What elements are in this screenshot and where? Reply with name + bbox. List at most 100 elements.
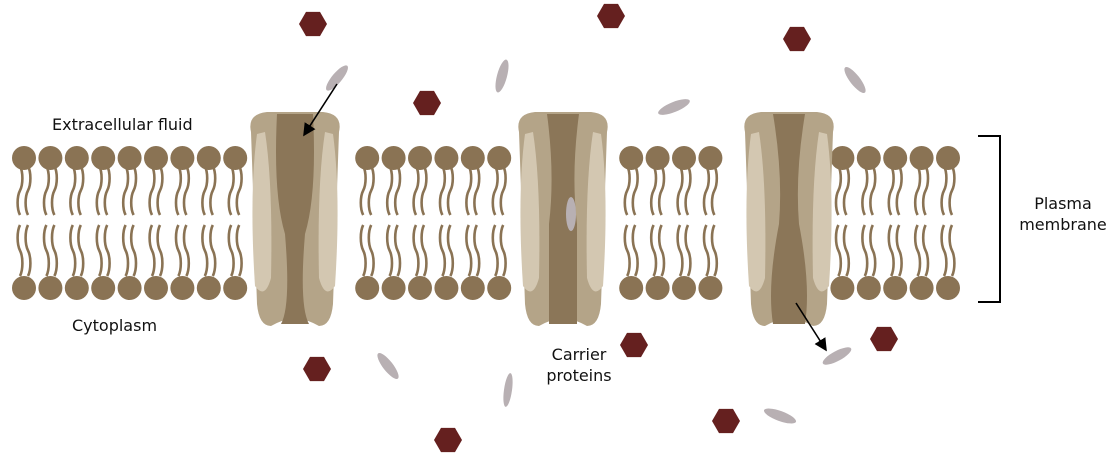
oval-molecule-icon (762, 405, 797, 426)
lipid-head (12, 276, 36, 300)
lipid-tail (369, 166, 374, 215)
lipid-head (223, 146, 247, 170)
carrier-proteins (250, 112, 833, 326)
lipid-tail (448, 166, 453, 215)
phospholipid (910, 146, 934, 300)
lipid-tail (501, 225, 506, 276)
hexagon-molecule-icon (434, 428, 462, 452)
lipid-tail (131, 166, 136, 215)
lipid-head (223, 276, 247, 300)
lipid-head (408, 146, 432, 170)
lipid-tail (97, 166, 102, 215)
lipid-tail (202, 225, 207, 276)
lipid-tail (361, 166, 366, 215)
lipid-head (857, 276, 881, 300)
plasma-label-line1: Plasma (1014, 193, 1112, 214)
phospholipid (12, 146, 36, 300)
plasma-membrane-label: Plasma membrane (1014, 193, 1112, 235)
lipid-tail (836, 166, 841, 215)
lipid-head (144, 146, 168, 170)
lipid-head (830, 276, 854, 300)
extracellular-fluid-label: Extracellular fluid (52, 114, 193, 135)
lipid-head (38, 276, 62, 300)
phospholipid (197, 146, 221, 300)
lipid-tail (158, 225, 163, 276)
lipid-head (698, 146, 722, 170)
lipid-head (170, 146, 194, 170)
lipid-tail (862, 225, 867, 276)
lipid-tail (422, 225, 427, 276)
lipid-tail (52, 225, 57, 276)
lipid-head (461, 146, 485, 170)
lipid-tail (158, 166, 163, 215)
lipid-head (197, 146, 221, 170)
lipid-head (355, 276, 379, 300)
phospholipid (223, 146, 247, 300)
lipid-tail (414, 166, 419, 215)
lipid-head (91, 146, 115, 170)
phospholipid (38, 146, 62, 300)
hexagon-molecule-icon (620, 333, 648, 357)
lipid-tail (950, 166, 955, 215)
lipid-tail (150, 225, 155, 276)
carrier-label-line2: proteins (543, 365, 615, 386)
lipid-tail (915, 166, 920, 215)
lipid-head (619, 146, 643, 170)
lipid-tail (659, 166, 664, 215)
lipid-tail (686, 166, 691, 215)
lipid-head (382, 276, 406, 300)
phospholipid (382, 146, 406, 300)
lipid-head (118, 146, 142, 170)
lipid-tail (184, 225, 189, 276)
lipid-head (355, 146, 379, 170)
lipid-tail (395, 225, 400, 276)
lipid-tail (448, 225, 453, 276)
hexagon-molecule-icon (783, 27, 811, 51)
oval-molecule-icon (656, 96, 691, 118)
lipid-tail (950, 225, 955, 276)
oval-molecule-icon (821, 344, 854, 368)
lipid-tail (625, 166, 630, 215)
lipid-tail (395, 166, 400, 215)
lipid-head (38, 146, 62, 170)
lipid-tail (105, 166, 110, 215)
phospholipid (619, 146, 643, 300)
phospholipid (144, 146, 168, 300)
lipid-tail (237, 166, 242, 215)
lipid-tail (493, 225, 498, 276)
lipid-tail (123, 166, 128, 215)
oval-molecule-icon (323, 63, 351, 94)
hexagon-molecule-icon (870, 327, 898, 351)
lipid-tail (237, 225, 242, 276)
lipid-tail (897, 166, 902, 215)
lipid-tail (369, 225, 374, 276)
lipid-head (382, 146, 406, 170)
lipid-tail (176, 225, 181, 276)
lipid-tail (70, 225, 75, 276)
phospholipid (408, 146, 432, 300)
carrier-label-line1: Carrier (543, 344, 615, 365)
lipid-tail (659, 225, 664, 276)
lipid-tail (26, 166, 31, 215)
lipid-tail (870, 166, 875, 215)
lipid-tail (229, 166, 234, 215)
lipid-tail (942, 166, 947, 215)
hexagon-molecule-icon (303, 357, 331, 381)
lipid-tail (942, 225, 947, 276)
lipid-tail (78, 166, 83, 215)
lipid-tail (26, 225, 31, 276)
lipid-tail (466, 166, 471, 215)
phospholipid (65, 146, 89, 300)
lipid-tail (229, 225, 234, 276)
lipid-head (646, 276, 670, 300)
lipid-tail (844, 166, 849, 215)
lipid-head (434, 146, 458, 170)
hexagon-molecule-icon (597, 4, 625, 28)
hexagon-molecule-icon (413, 91, 441, 115)
phospholipid (646, 146, 670, 300)
lipid-head (936, 146, 960, 170)
lipid-tail (625, 225, 630, 276)
lipid-head (118, 276, 142, 300)
lipid-tail (915, 225, 920, 276)
